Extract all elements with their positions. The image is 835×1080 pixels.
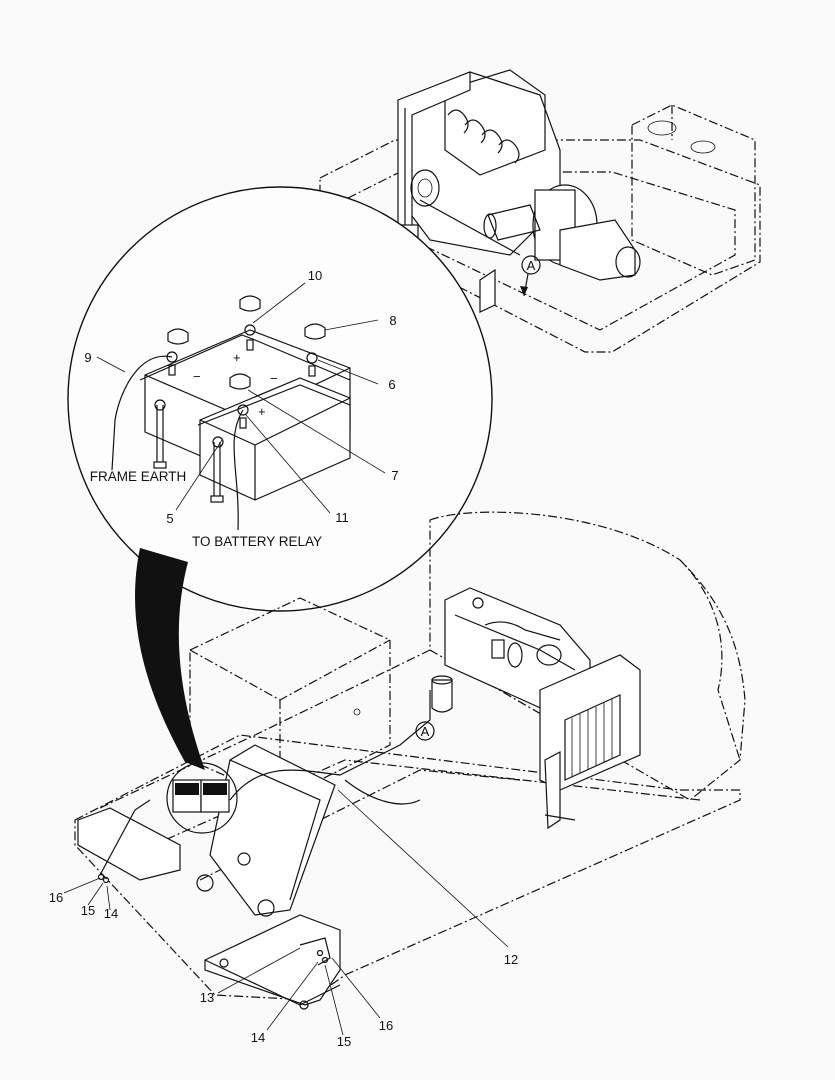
callout-5: 5 <box>166 511 173 526</box>
terminal-cap <box>239 295 261 312</box>
minus-mark: − <box>270 371 278 386</box>
terminal-cap <box>229 373 251 390</box>
top-engine-assembly: A <box>319 69 761 353</box>
plus-mark: + <box>258 404 266 419</box>
marker-a-bottom: A <box>421 724 430 739</box>
callout-16: 16 <box>49 890 63 905</box>
callout-7: 7 <box>391 468 398 483</box>
callout-9: 9 <box>84 350 91 365</box>
callout-13: 13 <box>200 990 214 1005</box>
minus-mark: − <box>193 369 201 384</box>
lower-machine-assembly: A <box>74 511 746 1010</box>
callout-6: 6 <box>388 377 395 392</box>
battery-location <box>166 762 238 834</box>
caption-to-battery-relay: TO BATTERY RELAY <box>192 534 322 549</box>
terminal-cap <box>167 328 189 345</box>
callout-14: 14 <box>251 1030 265 1045</box>
callout-10: 10 <box>308 268 322 283</box>
callout-14: 14 <box>104 906 118 921</box>
callout-16: 16 <box>379 1018 393 1033</box>
detail-pointer <box>135 548 205 770</box>
terminal-cap <box>304 323 326 340</box>
caption-frame-earth: FRAME EARTH <box>90 469 187 484</box>
marker-a-top: A <box>527 258 536 273</box>
callout-12: 12 <box>504 952 518 967</box>
battery-front <box>199 377 351 501</box>
battery-detail-view: + + − − <box>67 186 493 612</box>
callout-15: 15 <box>337 1034 351 1049</box>
plus-mark: + <box>233 350 241 365</box>
callout-15: 15 <box>81 903 95 918</box>
callout-8: 8 <box>389 313 396 328</box>
callout-11: 11 <box>335 510 349 525</box>
